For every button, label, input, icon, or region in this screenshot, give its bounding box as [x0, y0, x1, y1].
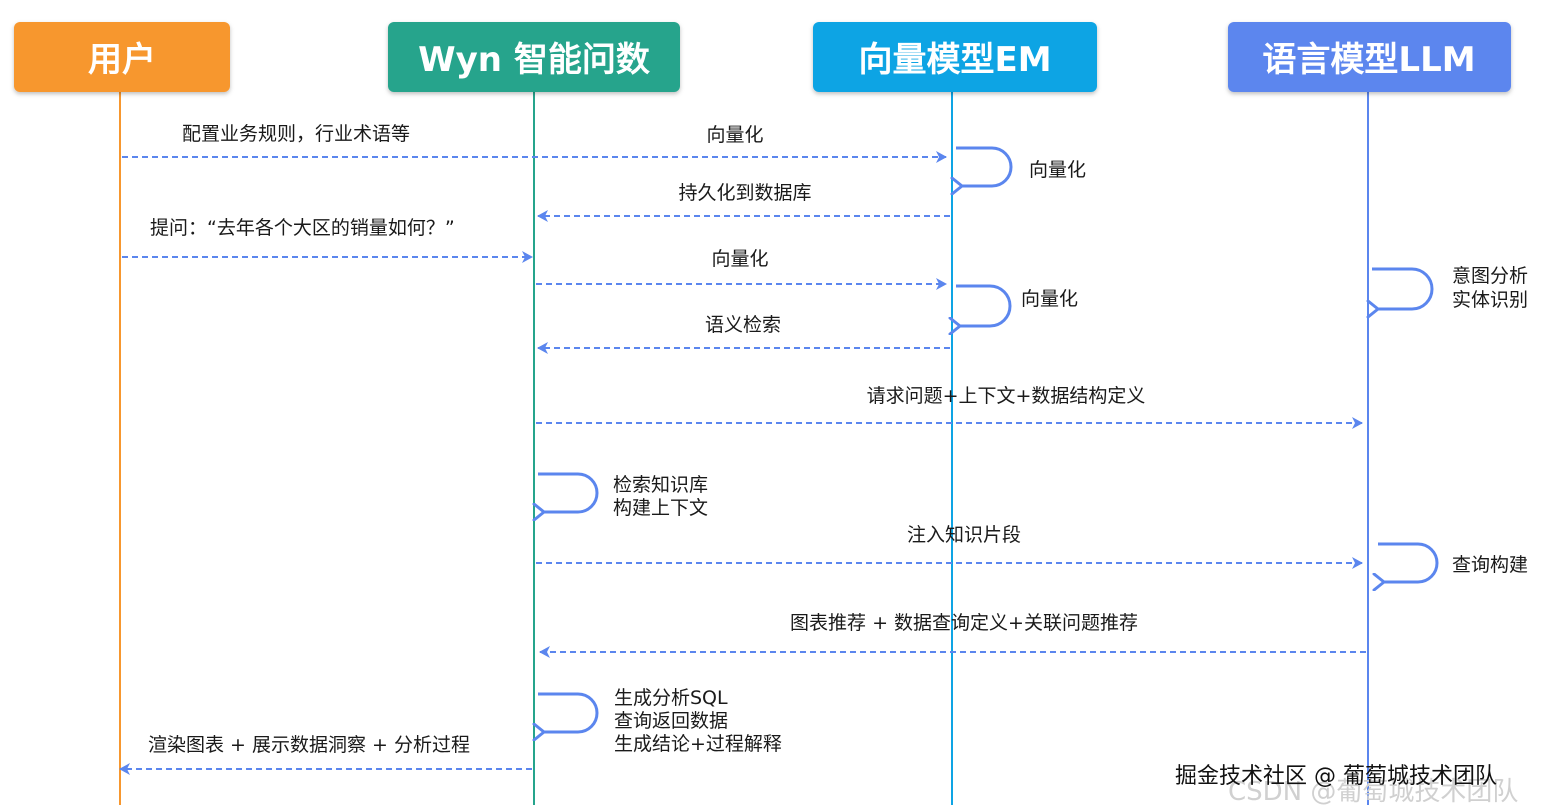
self-loop-wyn-1: [538, 472, 599, 512]
participant-em-label: 向量模型EM: [858, 40, 1051, 80]
message-label-vectorize-2: 向量化: [711, 248, 768, 270]
note-em-vectorize-1: 向量化: [1029, 159, 1086, 181]
note-wyn-return: 查询返回数据: [614, 710, 728, 732]
message-label-question: 提问：“去年各个大区的销量如何？”: [150, 217, 455, 239]
self-loop-llm-1: [1372, 267, 1434, 309]
participant-wyn-label: Wyn 智能问数: [418, 40, 650, 80]
self-loop-wyn-2: [538, 692, 599, 732]
self-loop-em-2: [956, 284, 1012, 326]
self-loop-em-1: [956, 146, 1013, 186]
note-wyn-retrieve: 检索知识库: [613, 474, 708, 496]
note-llm-intent: 意图分析: [1452, 265, 1528, 287]
message-label-recommend: 图表推荐 + 数据查询定义+关联问题推荐: [790, 612, 1138, 634]
note-em-vectorize-2: 向量化: [1021, 288, 1078, 310]
note-wyn-context: 构建上下文: [613, 497, 708, 519]
message-label-semantic-search: 语义检索: [705, 314, 781, 336]
participant-llm-label: 语言模型LLM: [1262, 40, 1475, 80]
participant-user-label: 用户: [88, 40, 156, 80]
participant-user: 用户: [14, 22, 230, 92]
message-label-persist: 持久化到数据库: [678, 182, 811, 204]
participant-llm: 语言模型LLM: [1228, 22, 1511, 92]
message-label-vectorize-1: 向量化: [706, 124, 763, 146]
watermark: 掘金技术社区 @ 葡萄城技术团队: [1175, 764, 1497, 789]
message-label-request: 请求问题+上下文+数据结构定义: [867, 385, 1146, 407]
message-label-render: 渲染图表 + 展示数据洞察 + 分析过程: [148, 734, 470, 756]
watermark-shadow: CSDN @葡萄城技术团队: [1228, 777, 1518, 807]
participant-em: 向量模型EM: [813, 22, 1097, 92]
participant-wyn: Wyn 智能问数: [388, 22, 680, 92]
message-label-inject: 注入知识片段: [907, 524, 1021, 546]
note-llm-entity: 实体识别: [1452, 289, 1528, 311]
self-loop-llm-2: [1378, 542, 1439, 582]
note-wyn-sql: 生成分析SQL: [614, 687, 728, 709]
note-llm-query-build: 查询构建: [1452, 554, 1528, 576]
note-wyn-conclusion: 生成结论+过程解释: [614, 733, 782, 755]
message-label-config: 配置业务规则，行业术语等: [182, 123, 410, 145]
